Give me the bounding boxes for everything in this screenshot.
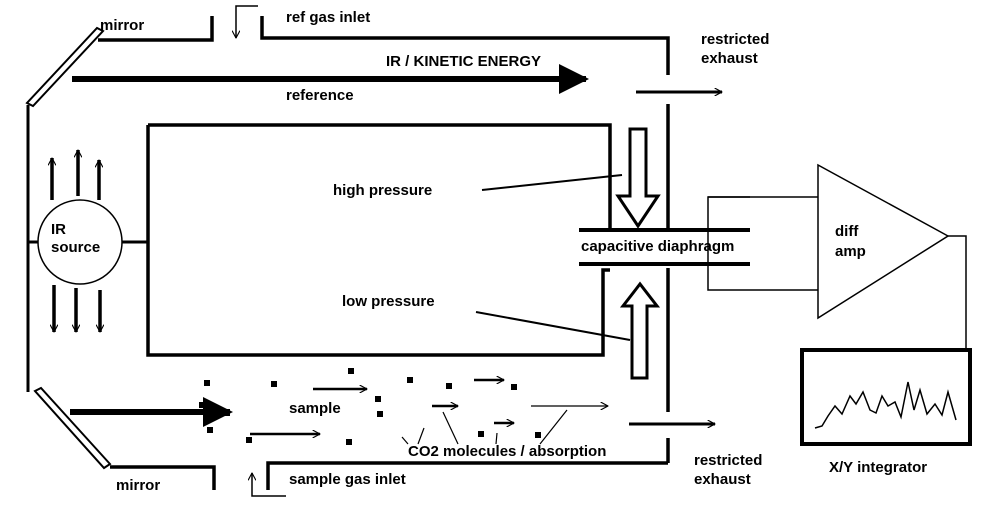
xy-integrator-label: X/Y integrator: [829, 459, 927, 476]
high-pressure-label: high pressure: [333, 182, 432, 199]
mirror-top: [25, 26, 105, 108]
restricted-exhaust-top-label-2: exhaust: [701, 50, 758, 67]
high-pressure-pointer: [481, 174, 623, 191]
mirror-top-label: mirror: [100, 17, 144, 34]
mirror-bottom-label: mirror: [116, 477, 160, 494]
sample-gas-inlet-arrow: [252, 473, 286, 497]
sample-gas-inlet-label: sample gas inlet: [289, 471, 406, 488]
restricted-exhaust-bottom-label-2: exhaust: [694, 471, 751, 488]
integrator-trace: [814, 381, 957, 429]
sample-flow-arrows: [250, 380, 608, 434]
ir-source-label-1: IR: [51, 221, 66, 238]
restricted-exhaust-top-label-1: restricted: [701, 31, 769, 48]
capacitive-diaphragm: [579, 228, 750, 266]
diff-amp-label-1: diff: [835, 223, 859, 240]
sealed-chamber: [146, 123, 612, 357]
ir-emission-arrows-down: [54, 285, 100, 332]
high-pressure-arrow: [615, 127, 661, 229]
low-pressure-label: low pressure: [342, 293, 435, 310]
capacitive-diaphragm-label: capacitive diaphragm: [581, 238, 734, 255]
xy-integrator: [800, 348, 972, 446]
ir-emission-arrows-up: [52, 150, 99, 200]
co2-pointer-lines: [401, 409, 568, 445]
ref-gas-inlet-label: ref gas inlet: [286, 9, 370, 26]
diff-amp-wires: [707, 196, 967, 350]
low-pressure-pointer: [475, 311, 631, 341]
diff-amp-label-2: amp: [835, 243, 866, 260]
reference-tube: [98, 16, 670, 172]
restricted-exhaust-bottom-label-1: restricted: [694, 452, 762, 469]
sample-tube: [110, 461, 668, 490]
co2-molecules: [199, 368, 541, 445]
diff-amp: [817, 163, 950, 320]
reference-label: reference: [286, 87, 354, 104]
mirror-bottom: [33, 386, 112, 470]
co2-molecules-label: CO2 molecules / absorption: [408, 443, 606, 460]
ir-source: [28, 199, 148, 285]
ir-kinetic-energy-label: IR / KINETIC ENERGY: [386, 53, 541, 70]
ir-source-label-2: source: [51, 239, 100, 256]
ref-gas-inlet-arrow: [236, 5, 258, 38]
low-pressure-arrow: [619, 281, 661, 380]
sample-label: sample: [289, 400, 341, 417]
